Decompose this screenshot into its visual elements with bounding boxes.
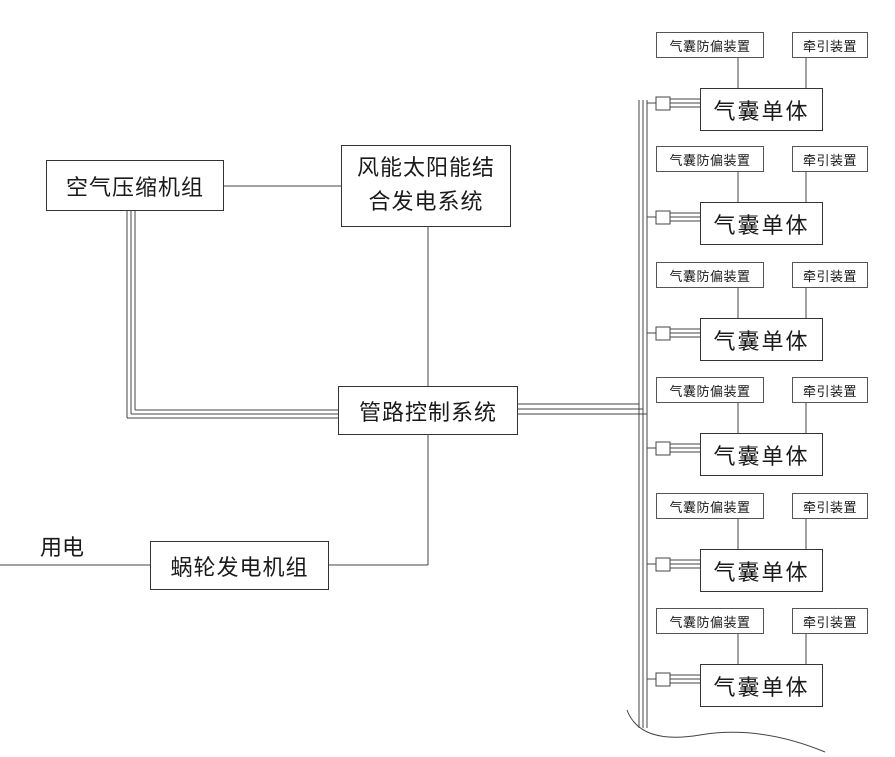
wind-solar-label: 风能太阳能结 合发电系统 bbox=[357, 152, 495, 220]
anti-drift-device-label: 气囊防偏装置 bbox=[669, 150, 750, 169]
traction-device-label: 牵引装置 bbox=[803, 381, 857, 400]
balloon-unit-label: 气囊单体 bbox=[713, 555, 809, 587]
pipeline-control-box: 管路控制系统 bbox=[338, 386, 518, 435]
pipeline-control-label: 管路控制系统 bbox=[359, 395, 497, 427]
traction-device-box: 牵引装置 bbox=[792, 32, 868, 58]
traction-device-box: 牵引装置 bbox=[792, 608, 868, 634]
anti-drift-device-label: 气囊防偏装置 bbox=[669, 612, 750, 631]
anti-drift-device-box: 气囊防偏装置 bbox=[656, 493, 764, 519]
traction-device-box: 牵引装置 bbox=[792, 493, 868, 519]
balloon-unit-box: 气囊单体 bbox=[700, 433, 823, 476]
anti-drift-device-label: 气囊防偏装置 bbox=[669, 36, 750, 55]
traction-device-box: 牵引装置 bbox=[792, 146, 868, 172]
air-compressor-label: 空气压缩机组 bbox=[66, 170, 204, 202]
anti-drift-device-label: 气囊防偏装置 bbox=[669, 497, 750, 516]
air-compressor-box: 空气压缩机组 bbox=[46, 160, 224, 211]
valve-square bbox=[656, 442, 670, 455]
anti-drift-device-label: 气囊防偏装置 bbox=[669, 266, 750, 285]
balloon-unit-box: 气囊单体 bbox=[700, 549, 823, 592]
traction-device-label: 牵引装置 bbox=[803, 497, 857, 516]
traction-device-label: 牵引装置 bbox=[803, 266, 857, 285]
balloon-unit-label: 气囊单体 bbox=[713, 670, 809, 702]
balloon-unit-box: 气囊单体 bbox=[700, 88, 823, 131]
turbine-generator-box: 蜗轮发电机组 bbox=[150, 541, 329, 590]
balloon-unit-label: 气囊单体 bbox=[713, 208, 809, 240]
balloon-unit-box: 气囊单体 bbox=[700, 664, 823, 707]
traction-device-box: 牵引装置 bbox=[792, 262, 868, 288]
balloon-unit-label: 气囊单体 bbox=[713, 94, 809, 126]
valve-square bbox=[656, 558, 670, 571]
balloon-unit-label: 气囊单体 bbox=[713, 324, 809, 356]
traction-device-label: 牵引装置 bbox=[803, 150, 857, 169]
anti-drift-device-box: 气囊防偏装置 bbox=[656, 262, 764, 288]
cutoff-wave bbox=[627, 710, 825, 752]
anti-drift-device-box: 气囊防偏装置 bbox=[656, 32, 764, 58]
traction-device-label: 牵引装置 bbox=[803, 612, 857, 631]
power-use-label: 用电 bbox=[40, 530, 84, 562]
turbine-generator-label: 蜗轮发电机组 bbox=[170, 550, 308, 582]
wind-solar-box: 风能太阳能结 合发电系统 bbox=[341, 145, 511, 227]
anti-drift-device-box: 气囊防偏装置 bbox=[656, 146, 764, 172]
valve-square bbox=[656, 673, 670, 686]
anti-drift-device-box: 气囊防偏装置 bbox=[656, 608, 764, 634]
anti-drift-device-label: 气囊防偏装置 bbox=[669, 381, 750, 400]
valve-square bbox=[656, 327, 670, 340]
balloon-unit-box: 气囊单体 bbox=[700, 202, 823, 245]
balloon-unit-label: 气囊单体 bbox=[713, 439, 809, 471]
traction-device-label: 牵引装置 bbox=[803, 36, 857, 55]
valve-square bbox=[656, 211, 670, 224]
valve-square bbox=[656, 97, 670, 110]
anti-drift-device-box: 气囊防偏装置 bbox=[656, 377, 764, 403]
balloon-unit-box: 气囊单体 bbox=[700, 318, 823, 361]
traction-device-box: 牵引装置 bbox=[792, 377, 868, 403]
